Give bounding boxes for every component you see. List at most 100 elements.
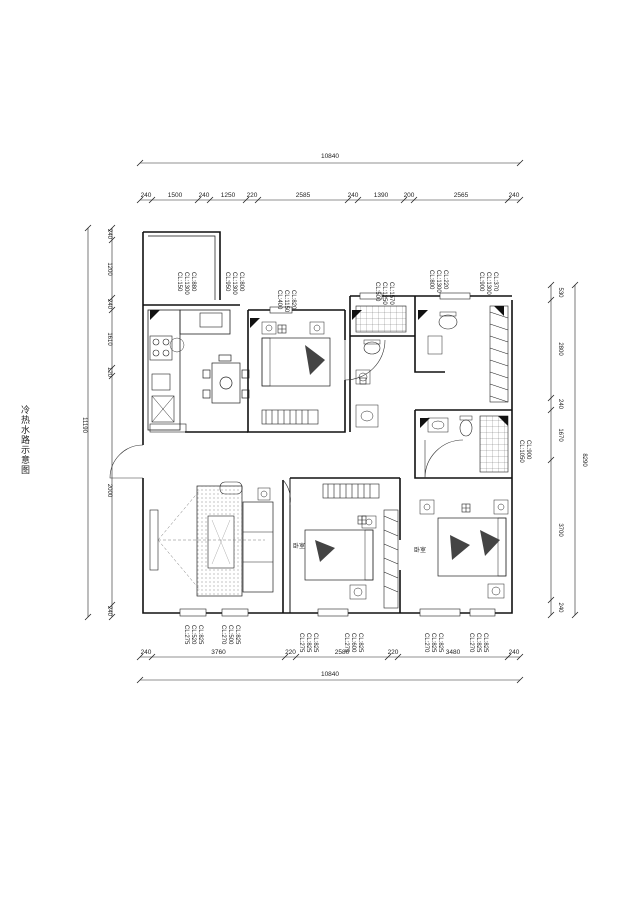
left-segment-dimensions: 240 1200 240 1610 120 2000 240 <box>106 224 116 621</box>
room-label-bedroom-a: 卧室 <box>293 542 305 550</box>
left-overall-label: 11190 <box>81 417 87 433</box>
dimension-label: 2800 <box>557 342 563 356</box>
windows <box>179 292 496 617</box>
pipe-note: CL:1300 <box>183 272 189 295</box>
pipe-note: CL:820 <box>290 290 296 310</box>
room-label-bedroom-b: 卧室 <box>414 546 426 554</box>
pipe-note: CL:900 <box>478 272 484 292</box>
dimension-label: 240 <box>106 606 112 617</box>
dimension-label: 3760 <box>211 649 226 656</box>
top-segment-dimensions: 240 1500 240 1250 220 2585 240 1390 200 2565 240 <box>136 192 524 204</box>
dimension-label: 1390 <box>374 192 389 199</box>
dimension-label: 240 <box>141 192 152 199</box>
dimension-label: 530 <box>557 287 563 298</box>
dimension-label: 240 <box>106 229 112 240</box>
pipe-note: CL:1300 <box>231 272 237 295</box>
pipe-note: CL:520 <box>190 625 196 645</box>
bedroom-upper <box>261 321 331 425</box>
dimension-label: 1500 <box>168 192 183 199</box>
pipe-note: CL:275 <box>183 625 189 645</box>
living-furniture <box>149 481 274 597</box>
bedroom-lower-right: 卧室 <box>383 499 509 609</box>
master-bath-upper <box>427 305 509 403</box>
dimension-label: 200 <box>404 192 415 199</box>
pipe-note: CL:825 <box>305 633 311 653</box>
dimension-label: 2000 <box>106 484 112 498</box>
pipe-note: CL:1570 <box>388 282 394 305</box>
dimension-label: 1200 <box>106 262 112 276</box>
dimension-label: 1670 <box>557 428 563 442</box>
pipe-note: CL:270 <box>423 633 429 653</box>
pipe-note: CL:825 <box>437 633 443 653</box>
drawing-title: 冷热水路示意图 <box>19 405 29 475</box>
dimension-label: 2585 <box>296 192 311 199</box>
right-overall-dimension: 8290 <box>571 281 587 619</box>
dimension-label: 240 <box>509 649 520 656</box>
pipe-note: CL:1150 <box>283 290 289 313</box>
pipe-note: CL:500 <box>374 282 380 302</box>
dimension-label: 120 <box>106 367 112 378</box>
pipe-note: CL:275 <box>343 633 349 653</box>
pipe-note: CL:825 <box>234 625 240 645</box>
pipe-note: CL:800 <box>428 270 434 290</box>
dimension-label: 220 <box>247 192 258 199</box>
pipe-note: CL:1050 <box>518 440 524 463</box>
dimension-label: 240 <box>557 602 563 613</box>
dimension-label: 220 <box>285 649 296 656</box>
dimension-label: 240 <box>141 649 152 656</box>
right-segment-dimensions: 530 2800 240 1670 3700 240 <box>547 281 563 619</box>
top-overall-label: 10840 <box>321 153 339 160</box>
dimension-label: 3700 <box>557 523 563 537</box>
pipe-note: CL:500 <box>227 625 233 645</box>
corner-markers <box>150 306 508 428</box>
dimension-label: 2580 <box>335 649 350 656</box>
bottom-overall-label: 10840 <box>321 671 339 678</box>
dining-table <box>202 354 250 404</box>
kitchen <box>147 309 231 433</box>
pipe-note: CL:600 <box>350 633 356 653</box>
dimension-label: 240 <box>106 299 112 310</box>
pipe-note: CL:880 <box>190 272 196 292</box>
door-swings <box>109 339 464 506</box>
pipe-note: CL:825 <box>430 633 436 653</box>
pipe-note: CL:1300 <box>435 270 441 293</box>
bathroom-upper <box>355 305 407 428</box>
pipe-note: CL:825 <box>357 633 363 653</box>
dimension-label: 1610 <box>106 332 112 346</box>
pipe-points <box>277 324 471 525</box>
pipe-note: CL:1300 <box>485 272 491 295</box>
pipe-note: CL:825 <box>312 633 318 653</box>
bottom-segment-dimensions: 240 3760 220 2580 220 3480 240 <box>136 649 524 661</box>
pipe-note: CL:825 <box>475 633 481 653</box>
dimension-label: 240 <box>348 192 359 199</box>
pipe-note: CL:950 <box>224 272 230 292</box>
dimension-label: 240 <box>509 192 520 199</box>
pipe-note: CL:825 <box>197 625 203 645</box>
bedroom-lower-middle: 卧室 <box>293 483 380 600</box>
dimension-label: 3480 <box>446 649 461 656</box>
pipe-note: CL:275 <box>298 633 304 653</box>
top-overall-dimension: 10840 <box>136 153 524 167</box>
pipe-note: CL:900 <box>525 440 531 460</box>
dimension-label: 240 <box>557 399 563 410</box>
dimension-label: 240 <box>199 192 210 199</box>
dimension-label: 220 <box>388 649 399 656</box>
pipe-note: CL:400 <box>276 290 282 310</box>
pipe-note: CL:370 <box>492 272 498 292</box>
dimension-label: 2565 <box>454 192 469 199</box>
dimension-label: 1250 <box>221 192 236 199</box>
bathroom-lower <box>427 415 509 473</box>
pipe-note: CL:220 <box>442 270 448 290</box>
pipe-note: CL:150 <box>176 272 182 292</box>
left-overall-dimension: 11190 <box>81 224 92 621</box>
pipe-note: CL:270 <box>468 633 474 653</box>
pipe-note: CL:825 <box>482 633 488 653</box>
pipe-note: CL:800 <box>238 272 244 292</box>
right-overall-label: 8290 <box>581 453 587 467</box>
bottom-overall-dimension: 10840 <box>136 671 524 684</box>
pipe-note: CL:270 <box>220 625 226 645</box>
pipe-note: CL:1250 <box>381 282 387 305</box>
